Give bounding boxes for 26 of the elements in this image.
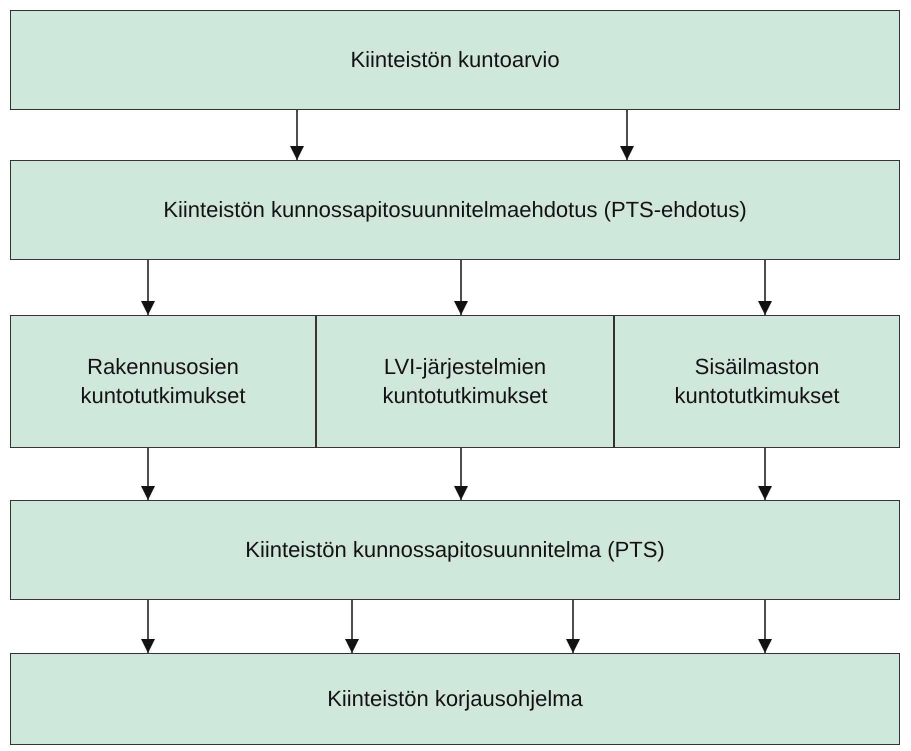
process-box bbox=[10, 10, 900, 110]
arrow bbox=[141, 600, 155, 653]
arrow bbox=[758, 260, 772, 315]
arrow bbox=[620, 110, 634, 160]
arrow bbox=[141, 448, 155, 500]
arrow bbox=[345, 600, 359, 653]
box-label: LVI-järjestelmien kuntotutkimukset bbox=[381, 352, 549, 410]
arrow bbox=[454, 448, 468, 500]
arrow bbox=[758, 600, 772, 653]
box-label: Kiinteistön kunnossapitosuunnitelmaehdotus (PTS-ehdotus) bbox=[162, 196, 748, 224]
box-label: Kiinteistön korjausohjelma bbox=[326, 684, 584, 713]
process-box bbox=[10, 315, 316, 448]
arrow bbox=[566, 600, 580, 653]
process-box bbox=[316, 315, 614, 448]
process-box bbox=[10, 500, 900, 600]
arrow bbox=[290, 110, 304, 160]
process-box bbox=[10, 160, 900, 260]
process-box bbox=[10, 653, 900, 745]
box-label: Kiinteistön kuntoarvio bbox=[349, 46, 561, 74]
process-box bbox=[614, 315, 900, 448]
box-label: Rakennusosien kuntotutkimukset bbox=[79, 352, 247, 410]
box-label: Sisäilmaston kuntotutkimukset bbox=[673, 352, 841, 410]
box-label: Kiinteistön kunnossapitosuunnitelma (PTS) bbox=[244, 536, 666, 564]
arrow bbox=[454, 260, 468, 315]
arrow bbox=[758, 448, 772, 500]
arrow bbox=[141, 260, 155, 315]
